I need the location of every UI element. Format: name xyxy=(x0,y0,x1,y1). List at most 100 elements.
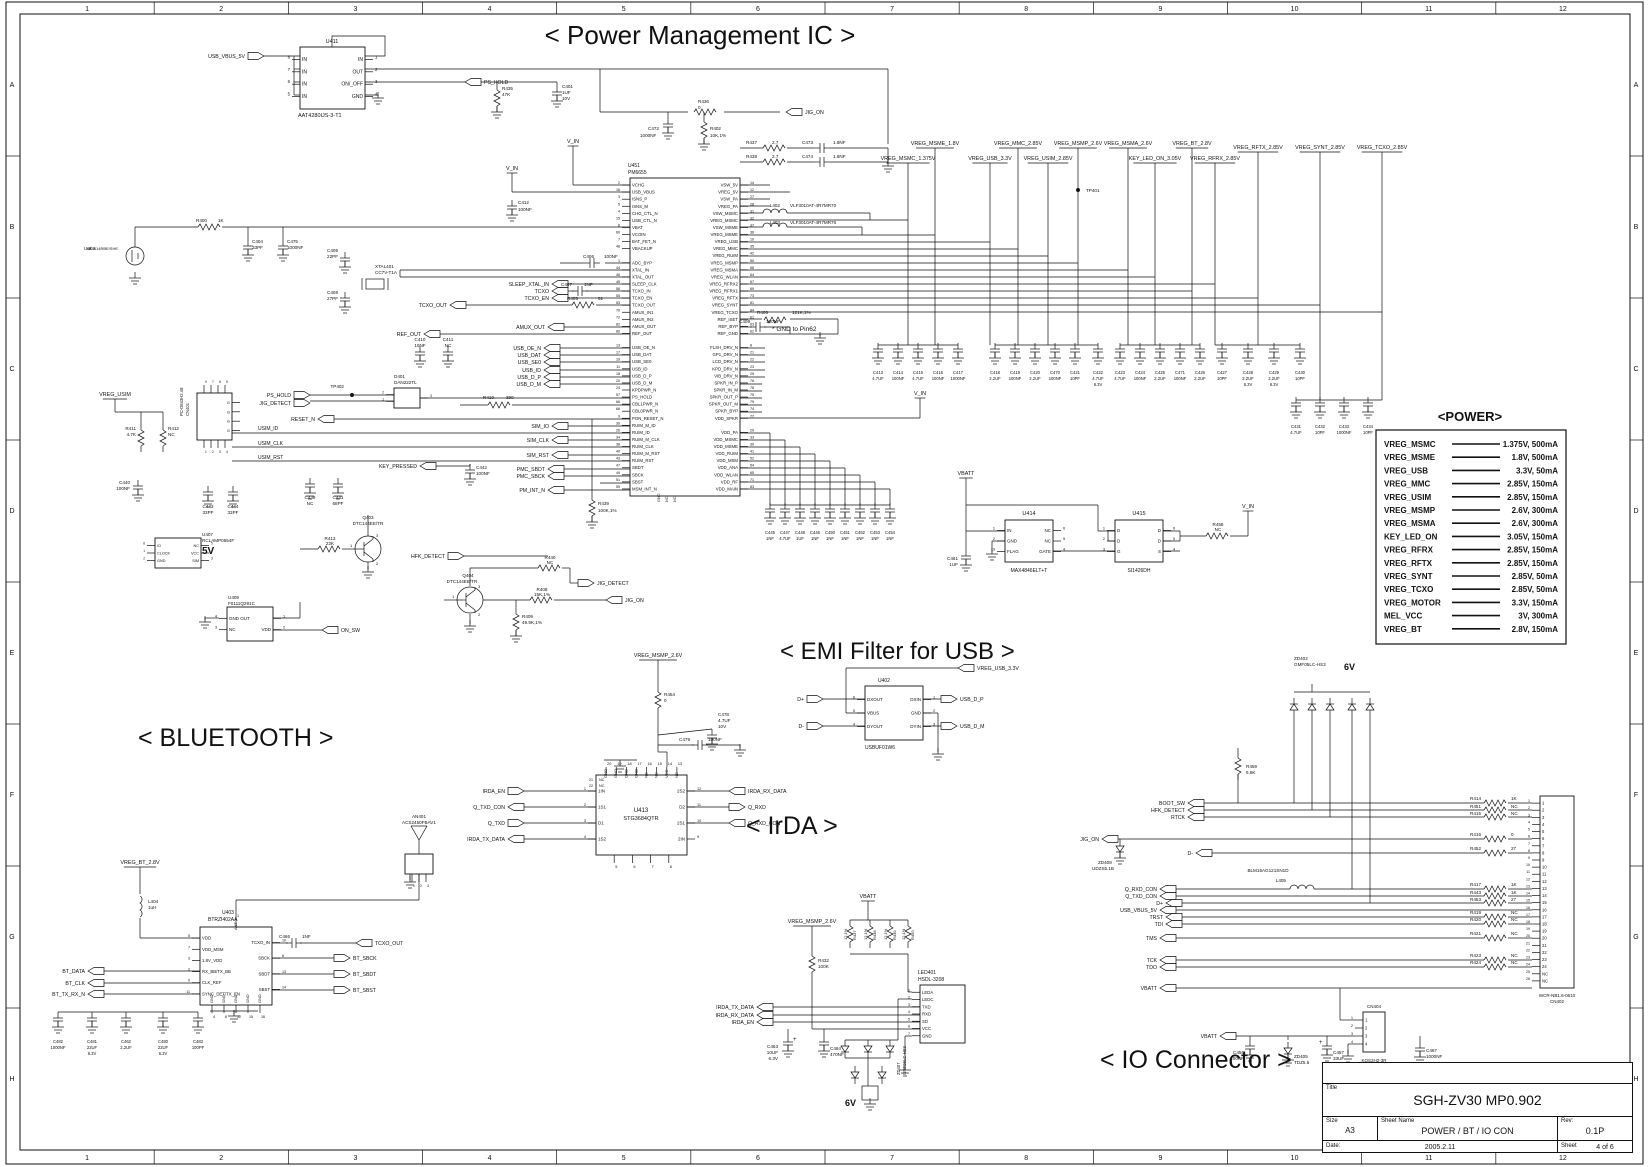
svg-text:1: 1 xyxy=(375,54,378,59)
svg-text:VDD_PA: VDD_PA xyxy=(721,430,738,435)
svg-text:23: 23 xyxy=(750,365,754,369)
svg-text:REF_OUT: REF_OUT xyxy=(632,331,652,336)
svg-text:2: 2 xyxy=(993,537,995,541)
svg-text:C426: C426 xyxy=(1195,370,1206,375)
svg-text:VREG_SYNT: VREG_SYNT xyxy=(712,303,738,308)
size-value: A3 xyxy=(1345,1126,1355,1135)
svg-text:2: 2 xyxy=(219,1155,223,1162)
svg-text:SPKR_IN_P: SPKR_IN_P xyxy=(714,380,738,385)
svg-text:19: 19 xyxy=(1542,929,1547,934)
svg-text:R449: R449 xyxy=(892,930,897,940)
net-rail-VREG_USIM: VREG_USIM xyxy=(99,392,131,400)
svg-text:VDD_MSME: VDD_MSME xyxy=(714,444,738,449)
svg-text:1NF: 1NF xyxy=(886,536,894,541)
svg-text:PS_HOLD: PS_HOLD xyxy=(632,395,652,400)
svg-text:15K,1%: 15K,1% xyxy=(534,592,550,597)
net-flag-USB_VBUS_5V: USB_VBUS_5V xyxy=(208,52,265,60)
svg-text:3: 3 xyxy=(427,884,429,888)
svg-text:VREG_BT_2.8V: VREG_BT_2.8V xyxy=(1172,141,1212,147)
svg-text:VREG_MSME_1.8V: VREG_MSME_1.8V xyxy=(911,141,960,147)
net-flag-SIM_RST: SIM_RST xyxy=(527,451,569,459)
svg-text:R409: R409 xyxy=(522,614,533,619)
svg-text:VREG_RUIM: VREG_RUIM xyxy=(712,253,738,258)
svg-text:TCXO_EN: TCXO_EN xyxy=(524,296,549,302)
svg-text:V_IN: V_IN xyxy=(914,391,926,397)
svg-text:D-: D- xyxy=(799,724,805,730)
svg-text:22UF: 22UF xyxy=(158,1045,169,1050)
svg-text:SIM_RST: SIM_RST xyxy=(527,453,550,459)
svg-text:C483: C483 xyxy=(193,1039,204,1044)
net-rail-VREG_RFRX_2.85V: VREG_RFRX_2.85V xyxy=(1190,156,1240,164)
svg-text:2.85V, 150mA: 2.85V, 150mA xyxy=(1507,559,1558,568)
svg-text:SLEEP_XTAL_IN: SLEEP_XTAL_IN xyxy=(509,282,550,288)
svg-text:R421: R421 xyxy=(1470,931,1481,936)
svg-text:WCR-NB1.6-0610: WCR-NB1.6-0610 xyxy=(1539,993,1576,998)
svg-text:27: 27 xyxy=(1511,897,1517,902)
svg-text:KEY_PRESSED: KEY_PRESSED xyxy=(379,464,417,470)
svg-text:VDD_WLAN: VDD_WLAN xyxy=(714,472,738,477)
svg-text:14: 14 xyxy=(282,985,286,989)
svg-text:Q404: Q404 xyxy=(462,573,474,578)
svg-text:VREG_MSMP: VREG_MSMP xyxy=(1384,506,1436,515)
svg-text:3.05V, 150mA: 3.05V, 150mA xyxy=(1507,532,1558,541)
svg-text:1000NF: 1000NF xyxy=(640,133,657,138)
svg-text:NC: NC xyxy=(1045,528,1052,533)
svg-text:56: 56 xyxy=(616,287,620,291)
svg-text:11: 11 xyxy=(1542,872,1547,877)
svg-text:C413: C413 xyxy=(873,370,884,375)
svg-text:2: 2 xyxy=(618,181,620,185)
svg-text:1: 1 xyxy=(1365,1018,1368,1023)
svg-text:IN: IN xyxy=(302,69,307,75)
svg-text:4.7K: 4.7K xyxy=(127,432,137,437)
svg-text:17: 17 xyxy=(1526,913,1530,917)
svg-text:L402: L402 xyxy=(770,203,781,208)
svg-text:13: 13 xyxy=(282,970,286,974)
svg-text:8: 8 xyxy=(1528,849,1530,853)
svg-text:1: 1 xyxy=(85,1155,89,1162)
svg-text:1: 1 xyxy=(85,6,89,13)
svg-text:1.8V, 500mA: 1.8V, 500mA xyxy=(1512,453,1559,462)
svg-text:U451: U451 xyxy=(628,163,640,169)
svg-text:10: 10 xyxy=(1291,1155,1299,1162)
svg-text:7: 7 xyxy=(890,6,894,13)
net-flag-Q_RXD: Q_RXD xyxy=(728,803,766,811)
svg-text:R406: R406 xyxy=(757,310,768,315)
svg-text:CBL0PWR_N: CBL0PWR_N xyxy=(632,409,658,414)
svg-text:R415: R415 xyxy=(1470,811,1481,816)
svg-text:5: 5 xyxy=(1528,828,1530,832)
svg-text:6.3V: 6.3V xyxy=(1094,382,1103,387)
svg-text:66: 66 xyxy=(616,400,620,404)
svg-text:2: 2 xyxy=(908,996,910,1000)
svg-text:22: 22 xyxy=(1526,948,1530,952)
svg-text:2.6V, 300mA: 2.6V, 300mA xyxy=(1512,506,1559,515)
svg-text:73: 73 xyxy=(750,294,754,298)
svg-text:LEDA: LEDA xyxy=(922,990,933,995)
svg-text:R453: R453 xyxy=(1470,897,1481,902)
svg-text:VREG_WLAN: VREG_WLAN xyxy=(711,274,738,279)
svg-text:R412: R412 xyxy=(168,426,179,431)
svg-text:A: A xyxy=(10,82,15,89)
svg-text:24: 24 xyxy=(616,386,620,390)
svg-text:SIM: SIM xyxy=(192,559,199,563)
svg-text:2: 2 xyxy=(143,557,145,561)
svg-text:NC: NC xyxy=(1542,978,1548,983)
net-flag-PS_HOLD: PS_HOLD xyxy=(464,78,508,86)
svg-text:IN: IN xyxy=(358,57,363,63)
svg-text:G: G xyxy=(227,410,230,414)
svg-text:33PF: 33PF xyxy=(252,245,263,250)
svg-text:5: 5 xyxy=(908,1017,910,1021)
svg-text:6: 6 xyxy=(618,223,620,227)
svg-text:D: D xyxy=(9,508,14,515)
svg-text:GND: GND xyxy=(245,994,250,1003)
svg-text:10: 10 xyxy=(1291,6,1299,13)
svg-text:KPD_DRV_N: KPD_DRV_N xyxy=(712,366,738,371)
svg-text:10V: 10V xyxy=(718,724,727,729)
svg-text:2: 2 xyxy=(1542,808,1545,813)
svg-text:ML-414RBE/SHE: ML-414RBE/SHE xyxy=(87,246,118,251)
svg-text:1UF: 1UF xyxy=(949,562,958,567)
svg-text:C421: C421 xyxy=(1070,370,1081,375)
svg-text:8: 8 xyxy=(288,54,291,59)
svg-text:PC-D843H2.48: PC-D843H2.48 xyxy=(179,387,184,416)
svg-text:8: 8 xyxy=(1542,850,1545,855)
